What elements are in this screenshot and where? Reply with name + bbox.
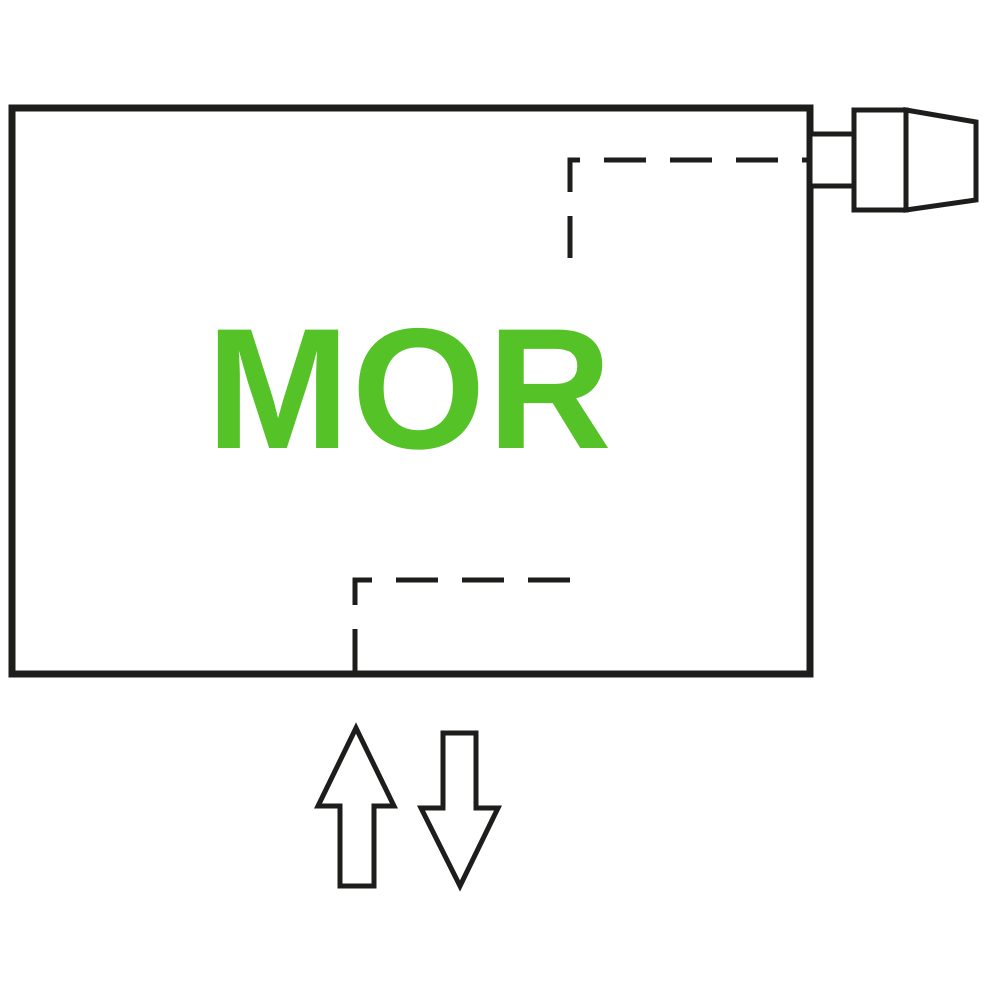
flow-line-bottom-icon (352, 577, 570, 674)
valve-cone (903, 107, 979, 213)
up-arrow-icon (314, 722, 398, 889)
flow-arrows (314, 722, 502, 892)
flow-line-top-icon (567, 157, 810, 258)
model-label: MOR (206, 293, 613, 485)
thermostatic-valve-icon (807, 107, 979, 213)
valve-body (851, 107, 909, 213)
valve-stub (807, 131, 857, 189)
down-arrow-icon (416, 730, 502, 892)
